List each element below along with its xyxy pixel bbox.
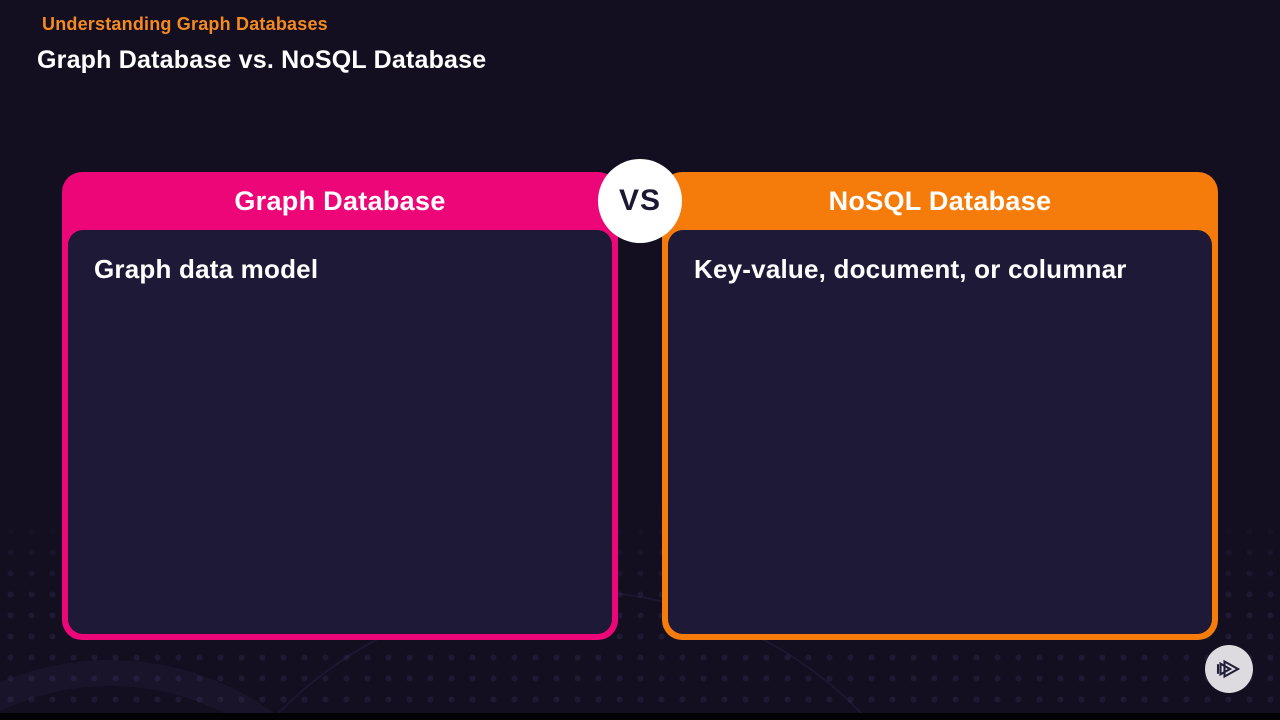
course-title: Understanding Graph Databases [42, 14, 328, 34]
nosql-database-card: NoSQL Database Key-value, document, or c… [662, 172, 1218, 640]
background-ring-decoration [0, 660, 390, 720]
graph-database-item: Graph data model [94, 254, 319, 284]
slide-header: Understanding Graph Databases Graph Data… [37, 14, 486, 75]
pluralsight-logo-button[interactable] [1205, 645, 1253, 693]
graph-database-card: Graph Database Graph data model [62, 172, 618, 640]
nosql-database-card-header: NoSQL Database [828, 185, 1052, 216]
nosql-database-card-body: Key-value, document, or columnar [668, 230, 1212, 634]
pluralsight-play-icon [1216, 659, 1241, 679]
graph-database-card-body: Graph data model [68, 230, 612, 634]
graph-database-card-header: Graph Database [234, 185, 446, 216]
slide-title: Graph Database vs. NoSQL Database [37, 46, 487, 74]
letterbox-bar [0, 713, 1280, 720]
vs-badge-label: VS [618, 184, 662, 217]
nosql-database-item: Key-value, document, or columnar [694, 254, 1127, 284]
comparison-panel: Graph Database Graph data model VS NoSQL… [62, 159, 1218, 640]
vs-badge: VS [598, 159, 682, 243]
